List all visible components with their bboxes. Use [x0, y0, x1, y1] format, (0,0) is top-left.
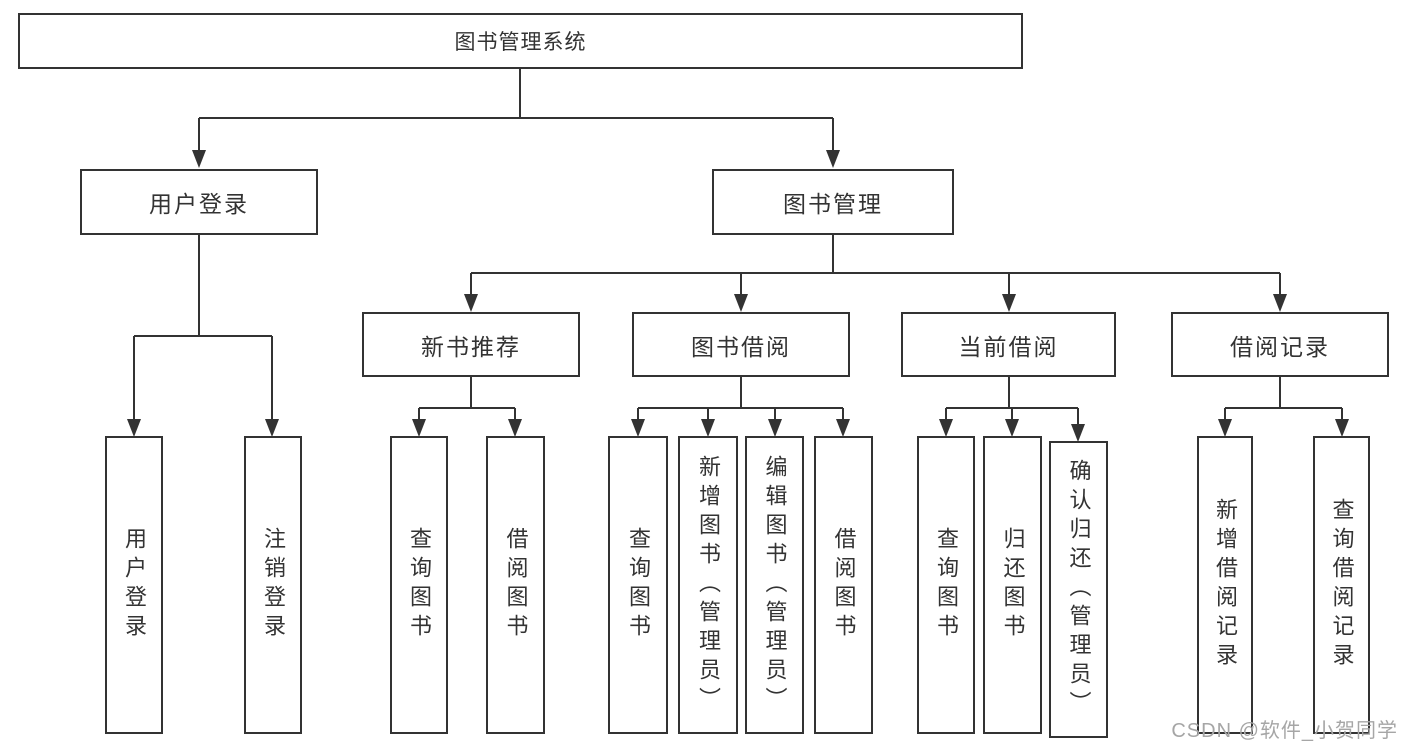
arrowheads — [127, 150, 1349, 442]
node-book-borrowing: 图书借阅 — [632, 312, 850, 377]
leaf-query-books-recommend: 查询图书 — [390, 436, 448, 734]
leaf-logout: 注销登录 — [244, 436, 302, 734]
node-user-login: 用户登录 — [80, 169, 318, 235]
leaf-user-login: 用户登录 — [105, 436, 163, 734]
node-borrowing-records: 借阅记录 — [1171, 312, 1389, 377]
leaf-edit-books-admin: 编辑图书（管理员） — [745, 436, 804, 734]
leaf-add-borrow-record: 新增借阅记录 — [1197, 436, 1253, 734]
leaf-query-books-current: 查询图书 — [917, 436, 975, 734]
node-new-book-recommend: 新书推荐 — [362, 312, 580, 377]
leaf-return-books: 归还图书 — [983, 436, 1042, 734]
leaf-borrow-books-borrowing: 借阅图书 — [814, 436, 873, 734]
leaf-add-books-admin: 新增图书（管理员） — [678, 436, 738, 734]
node-current-borrowing: 当前借阅 — [901, 312, 1116, 377]
watermark-text: CSDN @软件_小贺同学 — [1171, 720, 1398, 742]
node-library-system: 图书管理系统 — [18, 13, 1023, 69]
leaf-borrow-books-recommend: 借阅图书 — [486, 436, 545, 734]
leaf-query-borrow-record: 查询借阅记录 — [1313, 436, 1370, 734]
node-book-management: 图书管理 — [712, 169, 954, 235]
leaf-query-books-borrowing: 查询图书 — [608, 436, 668, 734]
leaf-confirm-return-admin: 确认归还（管理员） — [1049, 441, 1108, 738]
